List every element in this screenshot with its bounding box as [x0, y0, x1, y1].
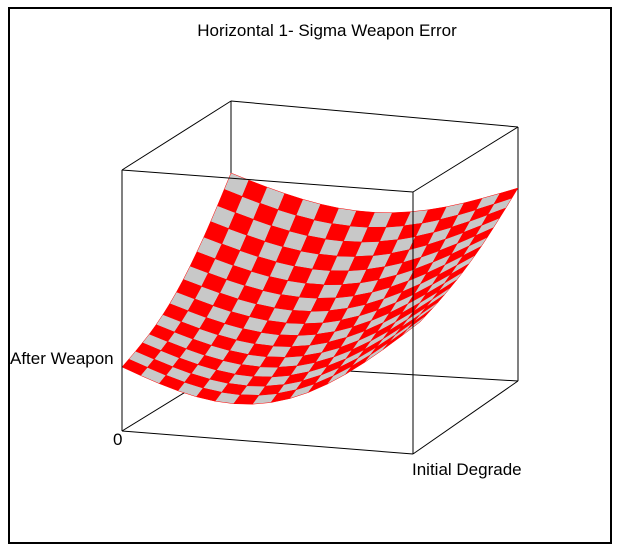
box-edge-top-left — [121, 100, 232, 171]
surface-mesh — [121, 172, 519, 405]
box-edge-front-top — [121, 169, 414, 193]
box-edge-bottom-right — [412, 380, 519, 455]
box-edge-top-right — [412, 126, 519, 193]
x-axis-label: Initial Degrade — [412, 460, 522, 479]
box-edge-front-bottom — [121, 430, 414, 455]
chart-title: Horizontal 1- Sigma Weapon Error — [197, 21, 457, 40]
box-edge-back-top — [230, 100, 519, 128]
bounding-box-front — [121, 169, 414, 455]
z-axis-label: After Weapon — [10, 349, 114, 368]
surface-cell — [401, 315, 427, 337]
z-axis-origin-tick: 0 — [113, 430, 122, 449]
